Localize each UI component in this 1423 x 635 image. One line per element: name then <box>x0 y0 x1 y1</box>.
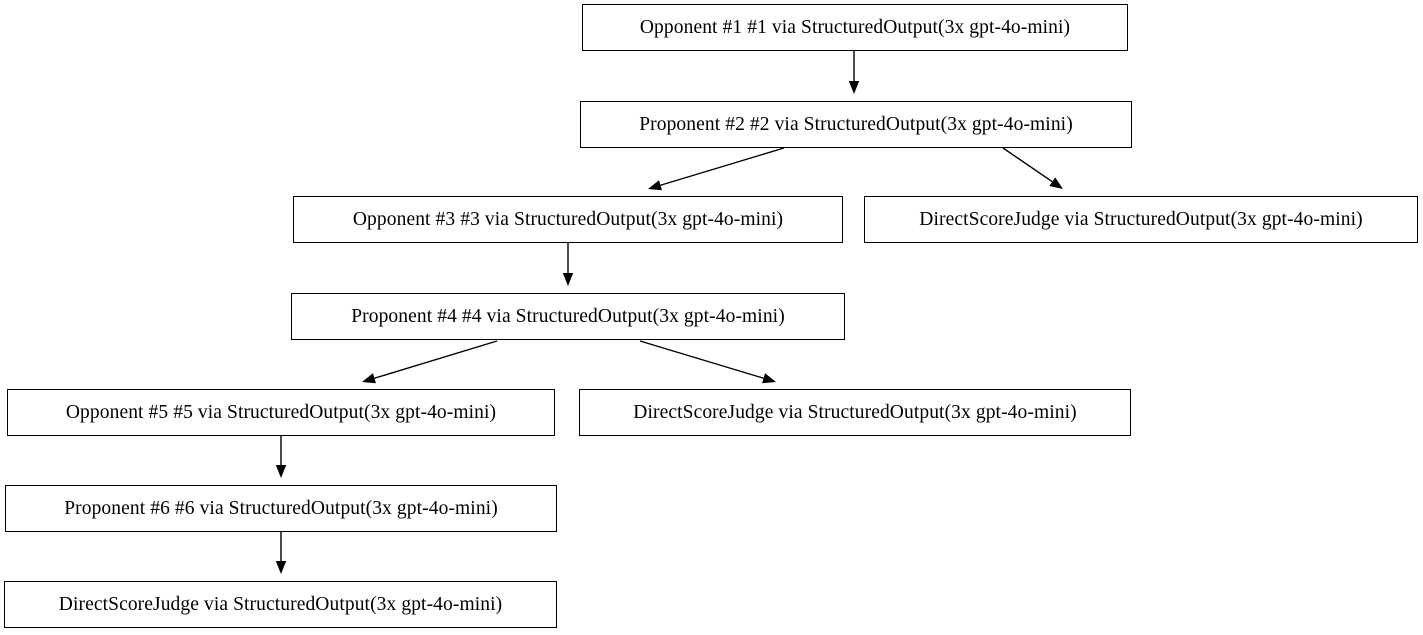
arrowhead-icon <box>1049 177 1063 189</box>
edge-line <box>374 340 498 379</box>
arrowhead-icon <box>275 465 287 478</box>
edge-opponent-3-to-proponent-4 <box>562 243 574 286</box>
node-opponent-5[interactable]: Opponent #5 #5 via StructuredOutput(3x g… <box>7 389 555 436</box>
node-proponent-6[interactable]: Proponent #6 #6 via StructuredOutput(3x … <box>5 485 557 532</box>
arrowhead-icon <box>848 81 860 94</box>
node-proponent-2[interactable]: Proponent #2 #2 via StructuredOutput(3x … <box>580 101 1132 148</box>
arrowhead-icon <box>275 561 287 574</box>
arrowhead-icon <box>648 180 662 191</box>
edge-proponent-4-to-judge-b <box>639 340 776 384</box>
node-opponent-3[interactable]: Opponent #3 #3 via StructuredOutput(3x g… <box>293 196 843 243</box>
node-judge-a[interactable]: DirectScoreJudge via StructuredOutput(3x… <box>864 196 1418 243</box>
edge-line <box>639 340 764 379</box>
edge-line <box>1002 147 1053 183</box>
arrowhead-icon <box>762 373 776 384</box>
node-judge-b[interactable]: DirectScoreJudge via StructuredOutput(3x… <box>579 389 1131 436</box>
edge-line <box>660 147 785 186</box>
node-proponent-4[interactable]: Proponent #4 #4 via StructuredOutput(3x … <box>291 293 845 340</box>
edge-proponent-2-to-opponent-3 <box>648 147 785 191</box>
arrowhead-icon <box>362 373 376 384</box>
edge-proponent-2-to-judge-a <box>1002 147 1063 189</box>
node-opponent-1[interactable]: Opponent #1 #1 via StructuredOutput(3x g… <box>582 4 1128 51</box>
edge-proponent-4-to-opponent-5 <box>362 340 498 384</box>
edge-opponent-5-to-proponent-6 <box>275 436 287 478</box>
edge-opponent-1-to-proponent-2 <box>848 51 860 94</box>
node-judge-c[interactable]: DirectScoreJudge via StructuredOutput(3x… <box>4 581 557 628</box>
arrowhead-icon <box>562 273 574 286</box>
edge-proponent-6-to-judge-c <box>275 532 287 574</box>
